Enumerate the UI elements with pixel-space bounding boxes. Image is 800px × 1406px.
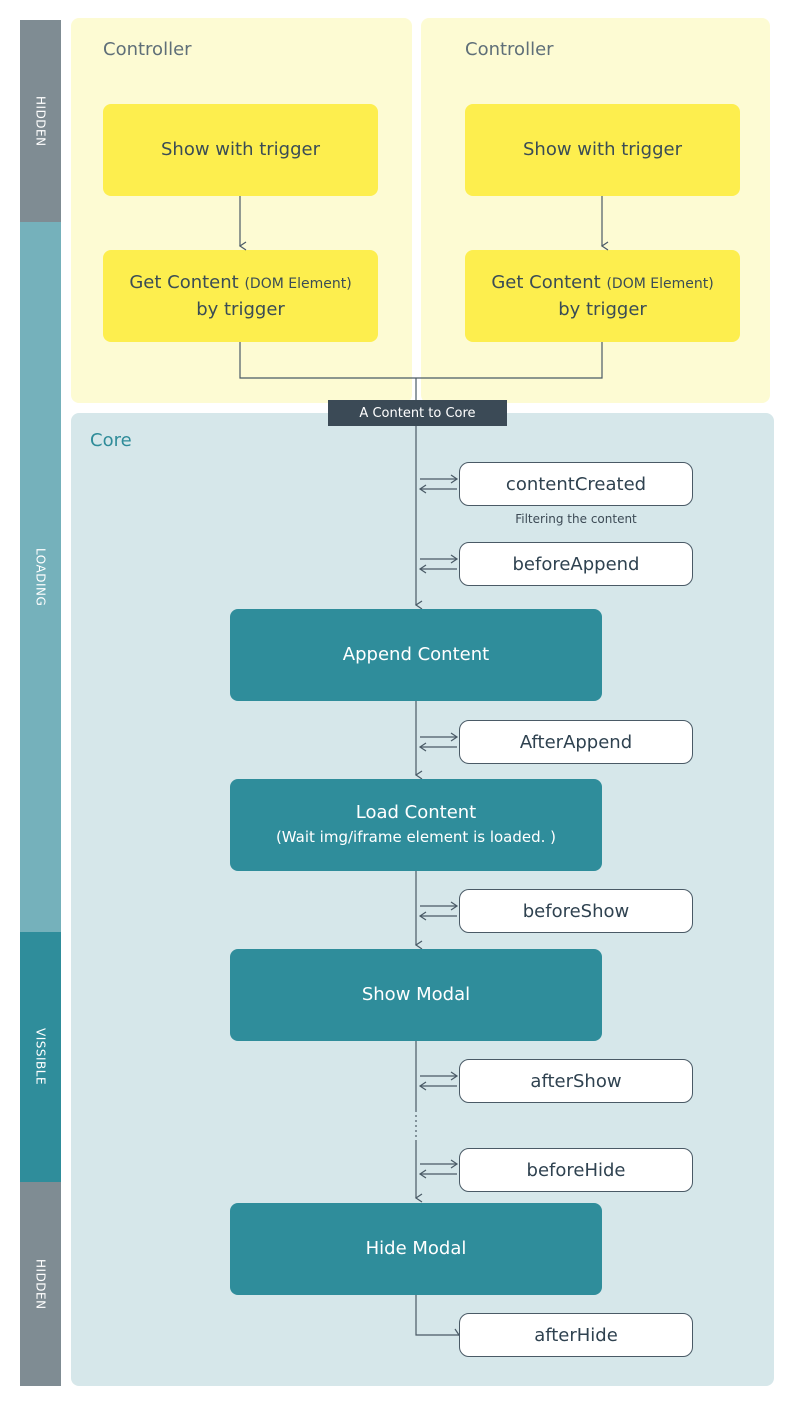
phase-visible: VISSIBLE — [20, 932, 61, 1182]
get-content-paren-left: (DOM Element) — [244, 275, 352, 292]
event-after-hide: afterHide — [459, 1313, 693, 1357]
show-modal-label: Show Modal — [361, 984, 471, 1005]
get-content-line1-left: Get Content (DOM Element) — [129, 270, 351, 297]
load-content-label: Load Content — [355, 802, 477, 823]
show-modal-step: Show Modal — [230, 949, 602, 1041]
spine-to-after-hide — [415, 1295, 464, 1337]
controller-title-right: Controller — [465, 39, 554, 60]
load-content-note: (Wait img/iframe element is loaded. ) — [275, 828, 557, 846]
double-arrow-content-created — [418, 474, 459, 494]
double-arrow-before-append — [418, 554, 459, 574]
phase-hidden-top-label: HIDDEN — [33, 95, 48, 147]
content-created-note: Filtering the content — [515, 512, 637, 526]
get-content-paren-right: (DOM Element) — [606, 275, 714, 292]
phase-visible-label: VISSIBLE — [33, 1028, 48, 1086]
phase-hidden-bottom: HIDDEN — [20, 1182, 61, 1386]
phase-hidden-top: HIDDEN — [20, 20, 61, 222]
phase-loading-label: LOADING — [33, 547, 48, 607]
get-content-line2-right: by trigger — [558, 298, 647, 320]
hide-modal-step: Hide Modal — [230, 1203, 602, 1295]
show-with-trigger-step-left: Show with trigger — [103, 104, 378, 196]
get-content-step-right: Get Content (DOM Element) by trigger — [465, 250, 740, 342]
double-arrow-after-show — [418, 1071, 459, 1091]
phase-loading: LOADING — [20, 222, 61, 932]
append-content-step: Append Content — [230, 609, 602, 701]
load-content-step: Load Content (Wait img/iframe element is… — [230, 779, 602, 871]
get-content-line2-left: by trigger — [196, 298, 285, 320]
hide-modal-label: Hide Modal — [365, 1238, 467, 1259]
show-with-trigger-label-left: Show with trigger — [161, 139, 320, 160]
get-content-main-left: Get Content — [129, 271, 239, 293]
event-content-created: contentCreated — [459, 462, 693, 506]
show-with-trigger-step-right: Show with trigger — [465, 104, 740, 196]
phase-hidden-bottom-label: HIDDEN — [33, 1258, 48, 1310]
append-content-label: Append Content — [342, 644, 490, 665]
event-after-show: afterShow — [459, 1059, 693, 1103]
core-title: Core — [90, 430, 132, 451]
controller-title-left: Controller — [103, 39, 192, 60]
double-arrow-before-hide — [418, 1159, 459, 1179]
event-before-show: beforeShow — [459, 889, 693, 933]
content-to-core-label: A Content to Core — [328, 400, 507, 426]
get-content-line1-right: Get Content (DOM Element) — [491, 270, 713, 297]
double-arrow-after-append — [418, 732, 459, 752]
get-content-main-right: Get Content — [491, 271, 601, 293]
event-before-hide: beforeHide — [459, 1148, 693, 1192]
event-before-append: beforeAppend — [459, 542, 693, 586]
get-content-step-left: Get Content (DOM Element) by trigger — [103, 250, 378, 342]
event-after-append: AfterAppend — [459, 720, 693, 764]
merge-bracket — [239, 342, 603, 379]
double-arrow-before-show — [418, 901, 459, 921]
show-with-trigger-label-right: Show with trigger — [523, 139, 682, 160]
